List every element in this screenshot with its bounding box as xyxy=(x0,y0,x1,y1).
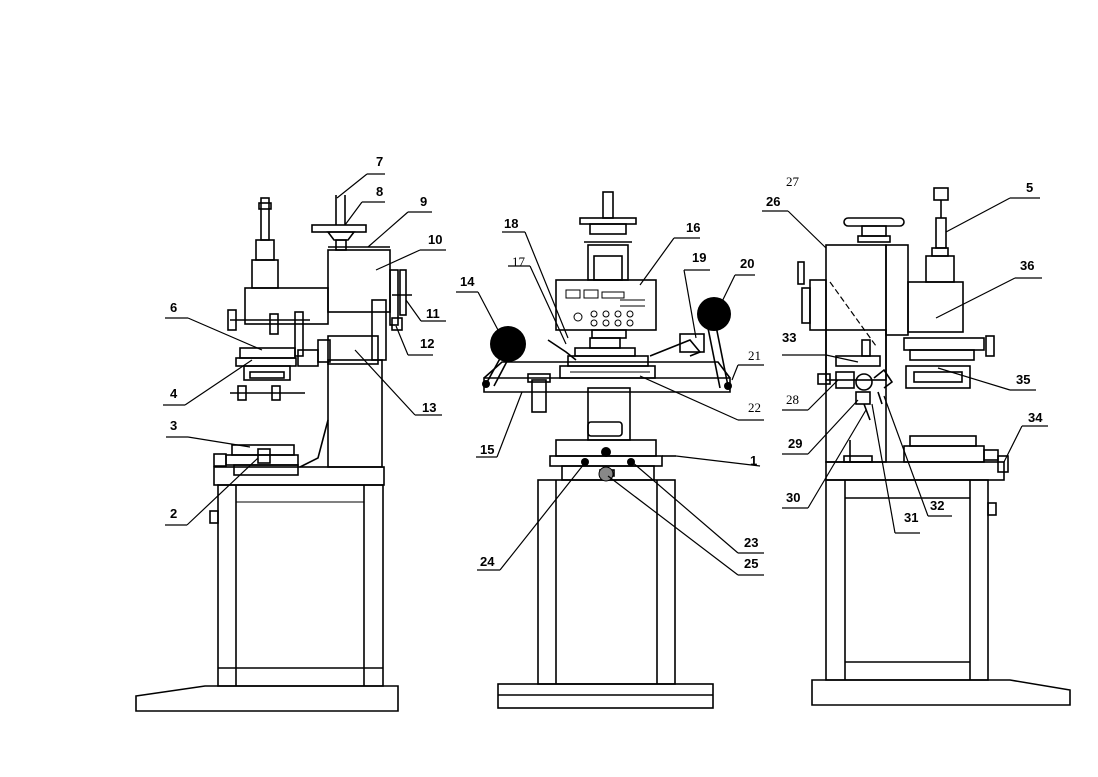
label-20: 20 xyxy=(740,256,754,271)
left-control-box xyxy=(327,249,391,313)
label-24: 24 xyxy=(480,554,495,569)
label-35: 35 xyxy=(1016,372,1030,387)
label-32: 32 xyxy=(930,498,944,513)
middle-stand-frame xyxy=(537,479,676,685)
label-25: 25 xyxy=(744,556,758,571)
label-3: 3 xyxy=(170,418,177,433)
label-28: 28 xyxy=(786,392,799,407)
label-15: 15 xyxy=(480,442,494,457)
label-7: 7 xyxy=(376,154,383,169)
left-stand-panel xyxy=(235,501,365,669)
left-counterweight xyxy=(490,326,526,362)
label-8: 8 xyxy=(376,184,383,199)
label-5: 5 xyxy=(1026,180,1033,195)
label-18: 18 xyxy=(504,216,518,231)
label-6: 6 xyxy=(170,300,177,315)
label-13: 13 xyxy=(422,400,436,415)
middle-platform xyxy=(483,377,731,393)
left-column xyxy=(327,359,383,468)
label-22: 22 xyxy=(748,400,761,415)
left-table-top xyxy=(213,466,385,486)
left-stand-frame xyxy=(217,484,384,687)
right-side-view xyxy=(797,187,1071,706)
label-4: 4 xyxy=(170,386,178,401)
label-14: 14 xyxy=(460,274,475,289)
middle-front-view xyxy=(482,191,732,709)
label-29: 29 xyxy=(788,436,802,451)
label-26: 26 xyxy=(766,194,780,209)
label-33: 33 xyxy=(782,330,796,345)
left-base-plate xyxy=(135,685,399,712)
label-21: 21 xyxy=(748,348,761,363)
right-counterweight xyxy=(697,297,731,331)
left-side-view xyxy=(135,195,412,712)
label-2: 2 xyxy=(170,506,177,521)
label-1: 1 xyxy=(750,453,757,468)
middle-base-plate xyxy=(497,683,714,709)
label-31: 31 xyxy=(904,510,918,525)
label-11: 11 xyxy=(426,306,440,321)
callout-labels: 1 2 3 4 5 6 7 8 9 10 11 12 13 14 15 16 1… xyxy=(170,154,1043,571)
label-30: 30 xyxy=(786,490,800,505)
left-heater-block xyxy=(327,335,379,365)
right-base-plate xyxy=(811,679,1071,706)
label-12: 12 xyxy=(420,336,434,351)
left-head-block xyxy=(244,287,329,325)
label-23: 23 xyxy=(744,535,758,550)
label-36: 36 xyxy=(1020,258,1034,273)
label-16: 16 xyxy=(686,220,700,235)
label-19: 19 xyxy=(692,250,706,265)
label-10: 10 xyxy=(428,232,442,247)
right-heater-box xyxy=(907,281,964,333)
label-9: 9 xyxy=(420,194,427,209)
label-27: 27 xyxy=(786,174,800,189)
middle-column xyxy=(587,387,631,441)
label-17: 17 xyxy=(512,254,526,269)
leader-lines xyxy=(163,173,1048,576)
middle-control-box xyxy=(555,279,657,331)
label-34: 34 xyxy=(1028,410,1043,425)
